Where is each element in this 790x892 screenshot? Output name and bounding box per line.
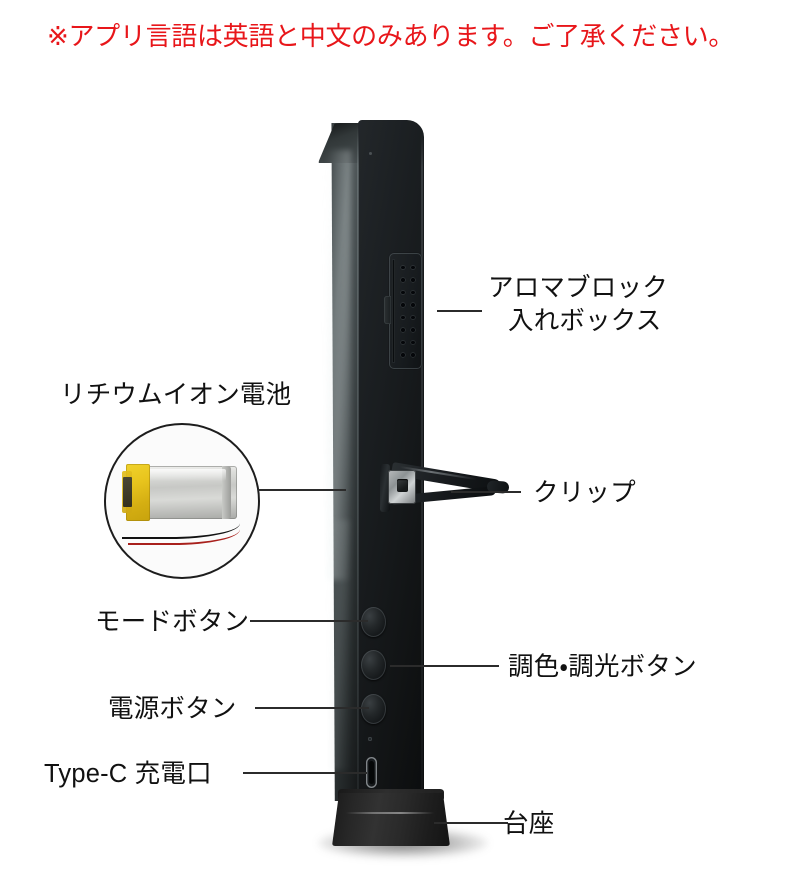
leader-line-clip (451, 491, 521, 493)
leader-line-color-light-button (390, 665, 499, 667)
callout-label-battery: リチウムイオン電池 (60, 381, 292, 409)
aroma-compartment-release-tab (384, 296, 391, 324)
aroma-compartment-slot (392, 259, 395, 363)
clip-plate-aperture (397, 479, 408, 492)
callout-label-aroma-box: アロマブロック 入れボックス (488, 272, 668, 338)
callout-label-base: 台座 (503, 810, 555, 838)
battery-protection-pcb (123, 477, 132, 507)
pedestal-base-highlight (346, 812, 434, 814)
device-taper-right (425, 123, 432, 803)
lithium-ion-battery-inset (104, 423, 260, 579)
mode-button (361, 607, 386, 637)
top-indicator-pinhole (369, 152, 372, 155)
callout-label-color-light-button: 調色・調光ボタン (508, 653, 697, 681)
aroma-vent-holes (398, 261, 418, 361)
device-left-face (331, 123, 360, 801)
clip-metal-plate (388, 470, 416, 504)
leader-line-mode-button (250, 620, 368, 622)
pedestal-base-top (338, 789, 444, 801)
callout-label-type-c: Type-C 充電口 (44, 760, 212, 788)
left-face-sheen-lower (330, 520, 350, 770)
battery-cell (131, 466, 237, 519)
device-right-edge-highlight (421, 134, 423, 802)
battery-kapton-tape-fold (122, 471, 132, 513)
color-brightness-button (361, 650, 386, 680)
battery-black-wire (122, 513, 240, 539)
clip-hinge (380, 464, 390, 512)
usb-type-c-port (366, 757, 377, 788)
callout-label-clip: クリップ (533, 479, 636, 507)
leader-line-aroma-box (437, 310, 482, 312)
clip-spring-highlight (399, 466, 478, 481)
aroma-block-compartment (389, 253, 422, 369)
callout-label-power-button: 電源ボタン (108, 695, 237, 723)
pedestal-base (332, 793, 450, 846)
clip-upper-arm (390, 462, 502, 494)
app-language-note: ※アプリ言語は英語と中文のみあります。ご了承ください。 (47, 21, 735, 51)
battery-kapton-tape (126, 464, 150, 521)
leader-line-base (434, 822, 508, 824)
leader-line-type-c (243, 772, 367, 774)
device-taper-left (314, 123, 328, 803)
status-led-pinhole (368, 737, 372, 741)
callout-label-aroma-box-line1: アロマブロック (488, 274, 668, 302)
battery-cell-edge (222, 466, 231, 519)
leader-line-power-button (255, 707, 369, 709)
callout-label-aroma-box-line2: 入れボックス (508, 307, 662, 336)
device-top-left-bevel (318, 123, 360, 163)
battery-cell-gloss (146, 469, 226, 481)
clip-lower-arm (391, 486, 496, 505)
left-face-sheen (327, 150, 351, 580)
leader-line-battery (258, 489, 346, 491)
device-right-face (358, 120, 424, 802)
device-front-edge-highlight (357, 126, 359, 802)
callout-label-mode-button: モードボタン (95, 608, 250, 636)
base-drop-shadow (318, 828, 488, 858)
power-button (361, 694, 386, 724)
battery-red-wire (128, 519, 240, 545)
usb-type-c-port-cavity (369, 761, 374, 784)
